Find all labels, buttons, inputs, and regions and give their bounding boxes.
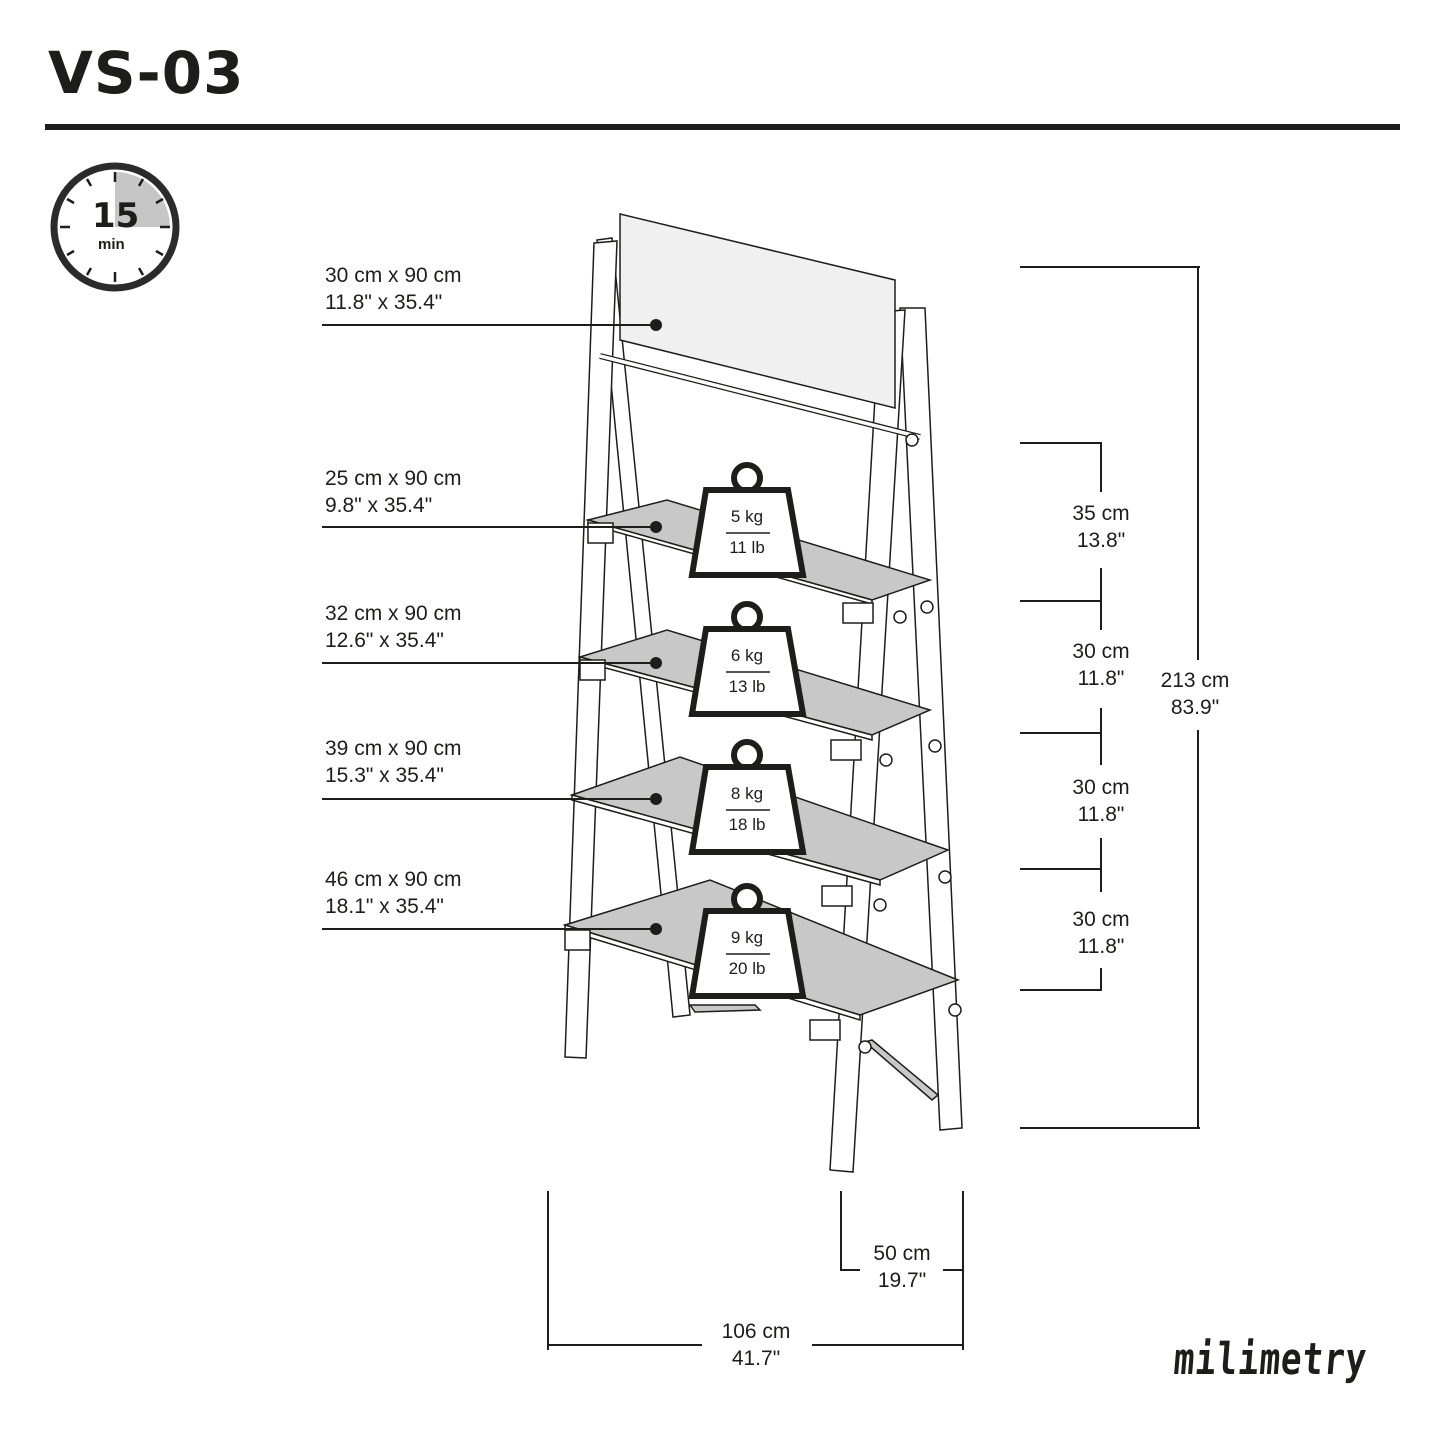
pegs	[858, 433, 962, 1054]
brand-logo: milimetry	[1171, 1334, 1369, 1385]
leader-dots	[650, 319, 662, 935]
top-panel	[599, 213, 921, 440]
leader-lines	[322, 324, 655, 930]
stopwatch-icon	[50, 162, 180, 292]
header-divider	[45, 124, 1400, 130]
width-dimensions	[547, 1191, 964, 1350]
product-title: VS-03	[48, 39, 245, 107]
weight-icons	[688, 462, 807, 999]
height-dimensions	[1020, 266, 1200, 1129]
timer-value: 15	[92, 196, 140, 236]
timer-unit: min	[98, 236, 125, 253]
